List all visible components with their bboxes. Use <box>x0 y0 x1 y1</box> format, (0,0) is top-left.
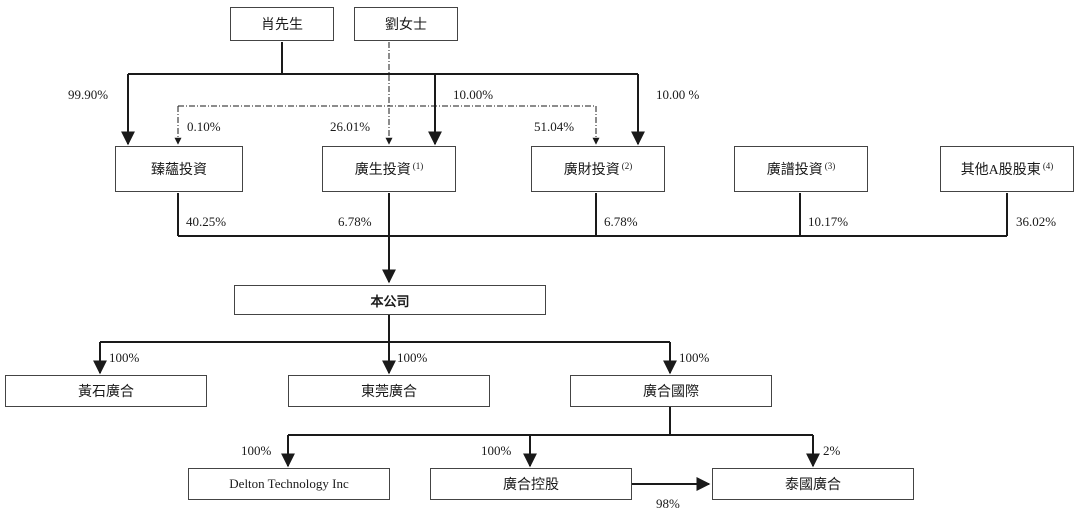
entity-xiao-label: 肖先生 <box>261 18 303 33</box>
entity-xiao[interactable]: 肖先生 <box>230 7 334 41</box>
entity-other-a-label: 其他A股股東 <box>960 163 1041 178</box>
entity-liu[interactable]: 劉女士 <box>354 7 458 41</box>
pct-guangcai-company: 6.78% <box>604 214 638 229</box>
pct-company-huangshi: 100% <box>109 350 140 365</box>
note-3: (3) <box>824 161 836 171</box>
entity-thailand-label: 泰國廣合 <box>785 478 841 493</box>
entity-dongguan-label: 東莞廣合 <box>361 385 417 400</box>
entity-guanghe-holding[interactable]: 廣合控股 <box>430 468 632 500</box>
note-1: (1) <box>412 161 424 171</box>
entity-thailand[interactable]: 泰國廣合 <box>712 468 914 500</box>
pct-company-intl: 100% <box>679 350 710 365</box>
pct-intl-thailand: 2% <box>823 443 841 458</box>
pct-intl-delton: 100% <box>241 443 272 458</box>
entity-delton[interactable]: Delton Technology Inc <box>188 468 390 500</box>
entity-guanghe-intl[interactable]: 廣合國際 <box>570 375 772 407</box>
entity-guangsheng[interactable]: 廣生投資(1) <box>322 146 456 192</box>
entity-zhenyun-label: 臻蘊投資 <box>151 163 207 178</box>
pct-xiao-guangsheng: 10.00% <box>453 87 494 102</box>
pct-liu-guangsheng: 26.01% <box>330 119 371 134</box>
pct-holding-thailand: 98% <box>656 496 680 511</box>
pct-xiao-zhenyun: 99.90% <box>68 87 109 102</box>
entity-huangshi[interactable]: 黃石廣合 <box>5 375 207 407</box>
entity-company-label: 本公司 <box>370 293 410 309</box>
entity-zhenyun[interactable]: 臻蘊投資 <box>115 146 243 192</box>
pct-other-company: 36.02% <box>1016 214 1057 229</box>
note-4: (4) <box>1042 161 1054 171</box>
entity-guangpu-label: 廣譜投資 <box>766 163 823 178</box>
entity-guanghe-intl-label: 廣合國際 <box>643 385 699 400</box>
entity-guangsheng-label: 廣生投資 <box>354 163 411 178</box>
entity-liu-label: 劉女士 <box>385 18 427 33</box>
pct-xiao-guangcai: 10.00 % <box>656 87 700 102</box>
note-2: (2) <box>621 161 633 171</box>
entity-guangcai[interactable]: 廣財投資(2) <box>531 146 665 192</box>
entity-company[interactable]: 本公司 <box>234 285 546 315</box>
pct-liu-zhenyun: 0.10% <box>187 119 221 134</box>
pct-guangsheng-company: 6.78% <box>338 214 372 229</box>
pct-liu-guangcai: 51.04% <box>534 119 575 134</box>
pct-intl-holding: 100% <box>481 443 512 458</box>
entity-guangcai-label: 廣財投資 <box>563 163 620 178</box>
entity-huangshi-label: 黃石廣合 <box>78 385 134 400</box>
entity-delton-label: Delton Technology Inc <box>229 476 349 491</box>
pct-company-dongguan: 100% <box>397 350 428 365</box>
entity-other-a[interactable]: 其他A股股東(4) <box>940 146 1074 192</box>
entity-dongguan[interactable]: 東莞廣合 <box>288 375 490 407</box>
pct-guangpu-company: 10.17% <box>808 214 849 229</box>
entity-guangpu[interactable]: 廣譜投資(3) <box>734 146 868 192</box>
pct-zhenyun-company: 40.25% <box>186 214 227 229</box>
entity-guanghe-holding-label: 廣合控股 <box>503 478 559 493</box>
